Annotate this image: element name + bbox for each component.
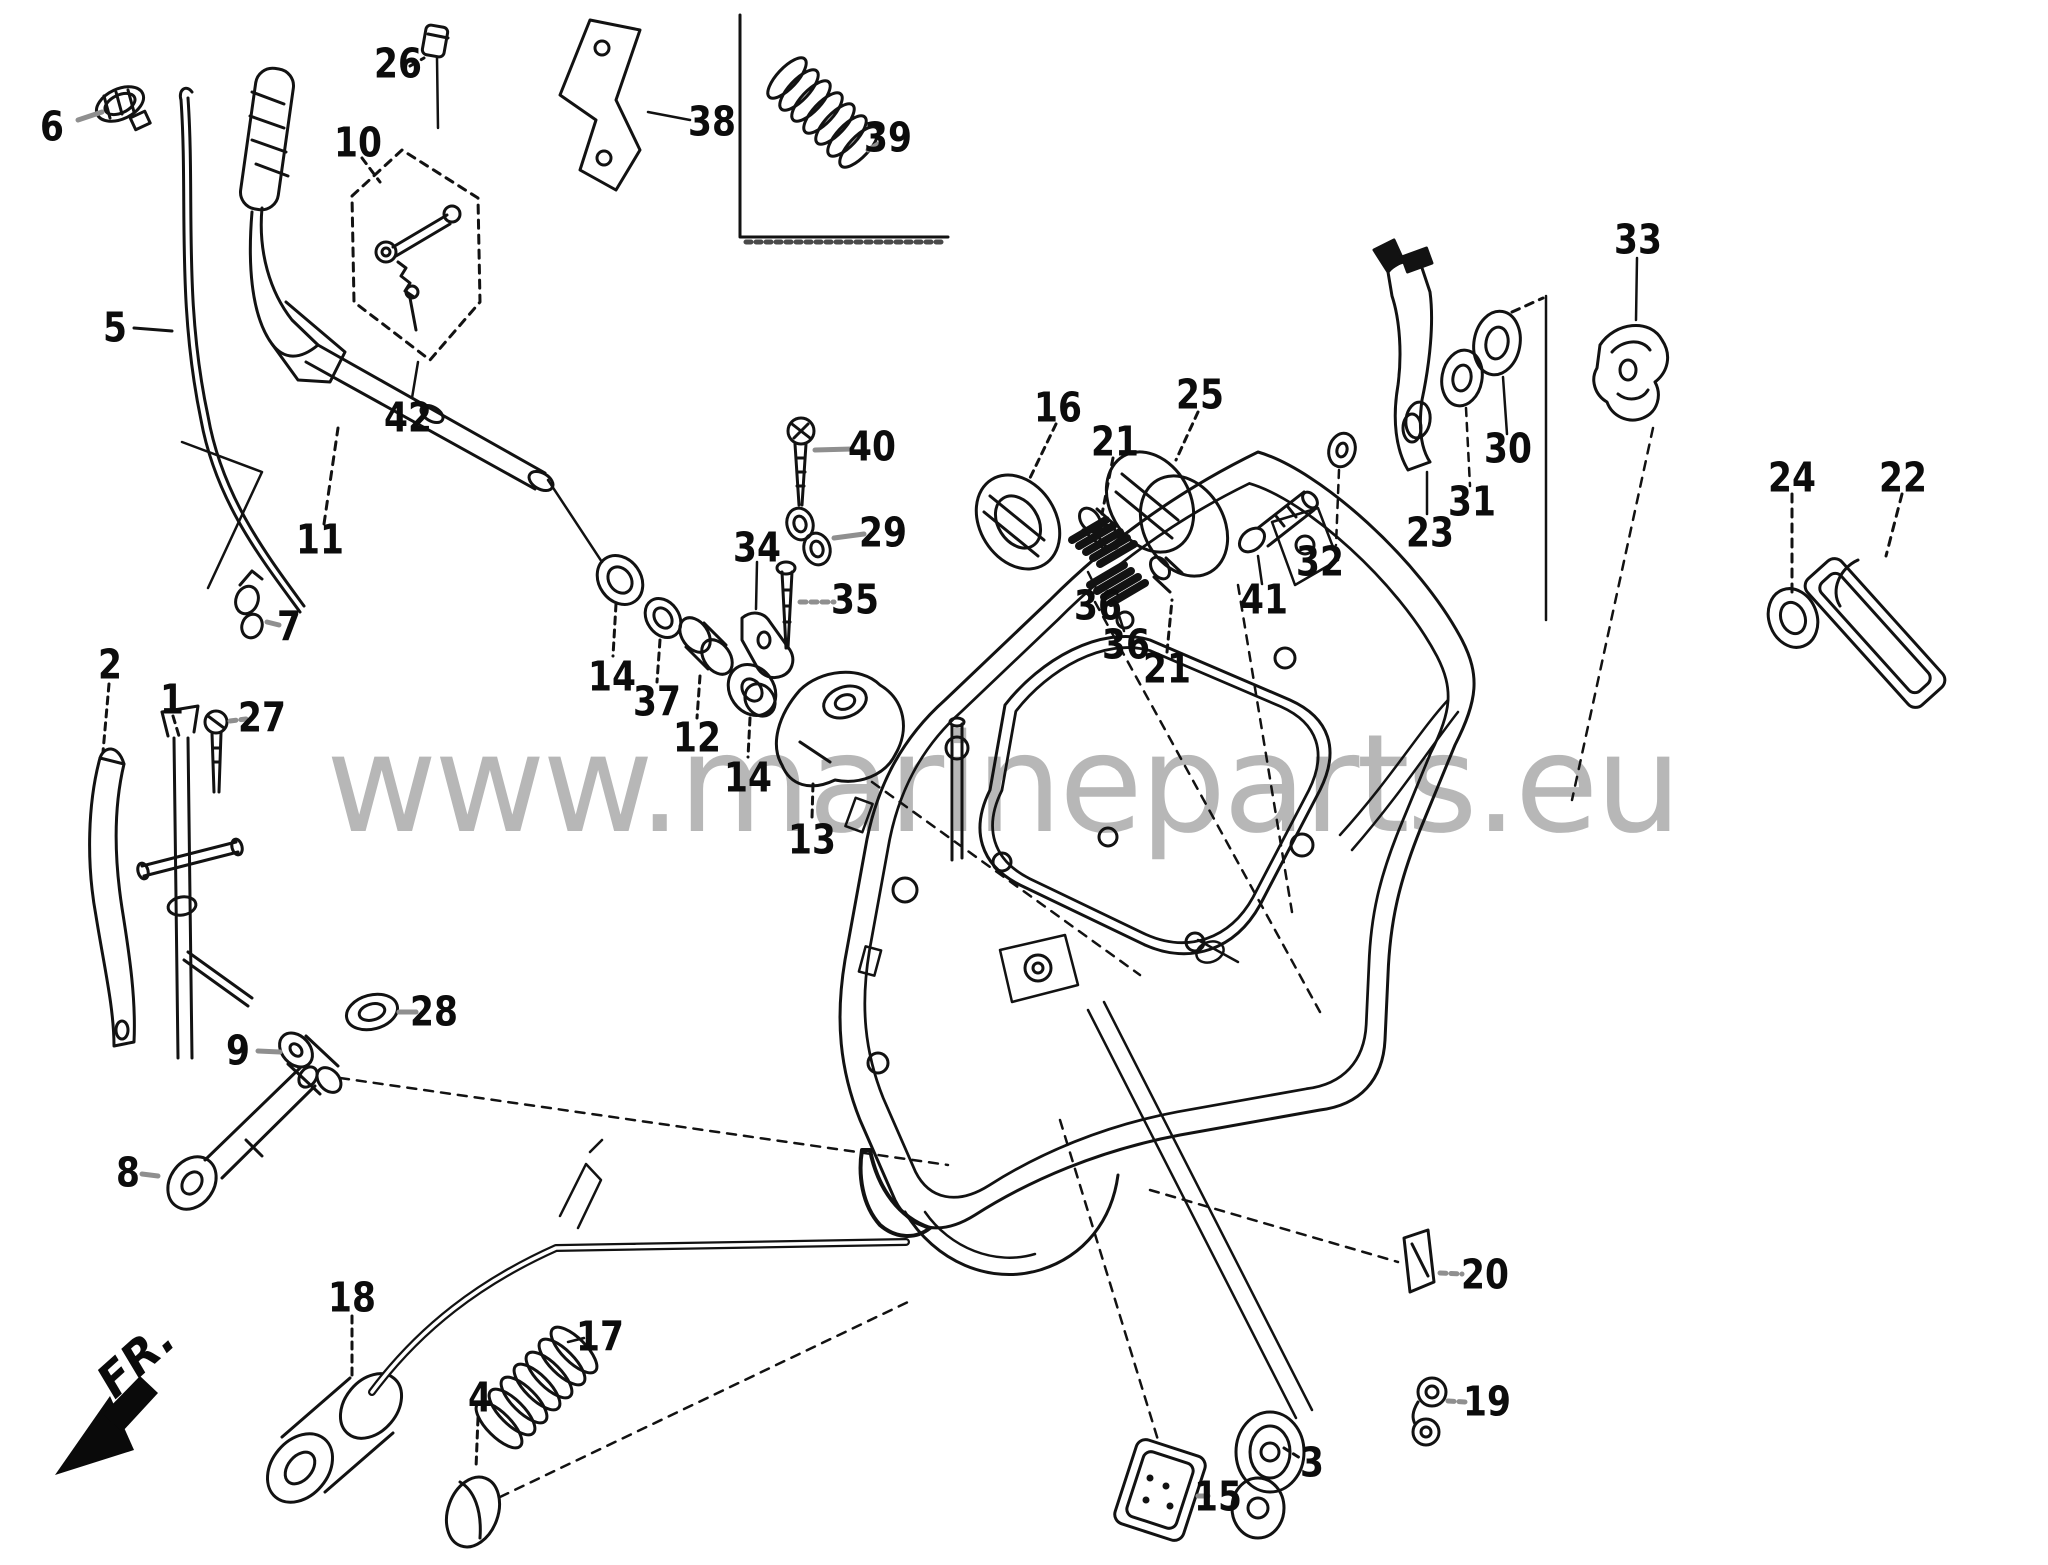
part-callout-28: 28 [410,987,458,1036]
part-2-lever [88,682,136,1048]
part-36-spring-b [1086,561,1149,607]
part-callout-42: 42 [384,393,432,442]
part-7-link [234,569,282,640]
part-callout-36: 36 [1102,620,1150,669]
part-callout-3: 3 [1300,1438,1324,1487]
part-callout-34: 34 [733,523,781,572]
part-callout-41: 41 [1240,575,1288,624]
part-41-bolt [1237,490,1319,586]
part-5-rod [132,86,306,614]
part-callout-23: 23 [1406,508,1454,557]
part-callout-14: 14 [724,753,772,802]
part-14-ring-b [726,663,778,759]
part-callout-21: 21 [1091,417,1139,466]
part-callout-8: 8 [116,1148,140,1197]
part-23-lever [1372,238,1434,516]
part-29-rings [785,506,867,567]
part-callout-2: 2 [98,640,122,689]
part-callout-4: 4 [468,1373,492,1422]
part-30-washer [1472,294,1548,622]
part-callout-13: 13 [788,815,836,864]
part-14-ring-a [595,554,645,658]
leader-lines [338,583,1400,1499]
part-callout-31: 31 [1448,477,1496,526]
part-17-spring [474,1325,599,1450]
part-callout-5: 5 [103,303,127,352]
part-32-washer [1327,431,1357,547]
part-callout-36: 36 [1074,581,1122,630]
part-37-oring [643,597,683,684]
part-callout-16: 16 [1034,383,1082,432]
part-1-shaft [136,704,254,1060]
part-9-plug [255,1031,343,1096]
part-33-clamp [1570,256,1670,802]
part-callout-26: 26 [374,39,422,88]
part-callout-9: 9 [226,1026,250,1075]
inset-corner-lines [738,13,950,245]
part-callout-39: 39 [864,113,912,162]
part-callout-40: 40 [848,422,896,471]
part-callout-33: 33 [1614,215,1662,264]
part-34-link [740,560,795,680]
part-callout-22: 22 [1879,453,1927,502]
part-20-wedge [1402,1228,1465,1294]
part-callout-11: 11 [296,515,344,564]
part-27-bolt [203,709,249,794]
part-25-mount [1104,410,1230,578]
part-12-sleeve [678,616,734,720]
part-callout-19: 19 [1463,1377,1511,1426]
fr-arrow-icon [55,1376,158,1475]
part-callout-1: 1 [160,675,184,724]
part-callout-21: 21 [1143,644,1191,693]
part-callout-25: 25 [1176,370,1224,419]
part-callout-18: 18 [328,1273,376,1322]
part-24-ring [1766,492,1820,649]
part-callout-37: 37 [633,677,681,726]
part-callout-17: 17 [576,1312,624,1361]
part-callout-32: 32 [1296,537,1344,586]
part-callout-35: 35 [831,575,879,624]
part-8-pin [139,1065,319,1211]
part-callout-29: 29 [859,508,907,557]
part-28-grommet [345,992,419,1032]
part-22-bracket [1803,492,1947,709]
part-19-clamp [1413,1378,1469,1447]
part-callout-12: 12 [673,713,721,762]
part-26-cap [408,23,450,130]
part-callout-15: 15 [1194,1472,1242,1521]
part-15-pad [1113,1438,1211,1542]
part-11-lever [180,66,604,590]
part-callout-27: 27 [238,693,286,742]
part-35-bolt [775,560,837,650]
part-16-mount [974,422,1062,571]
part-callout-30: 30 [1484,424,1532,473]
part-callout-14: 14 [588,652,636,701]
part-callout-10: 10 [334,118,382,167]
part-40-bolt [786,416,855,507]
part-4-cap [444,1416,502,1549]
part-callout-20: 20 [1461,1250,1509,1299]
part-13-clamp [774,670,905,820]
part-3-roller [1230,1410,1306,1540]
part-callout-38: 38 [688,97,736,146]
lower-cowling [838,450,1476,1420]
part-6-knob [75,85,152,132]
part-31-washer [1440,348,1484,488]
part-callout-24: 24 [1768,453,1816,502]
part-10-inset-box [350,148,482,400]
part-callout-6: 6 [40,102,64,151]
part-callout-7: 7 [277,602,301,651]
part-18-cable [265,1138,910,1504]
part-38-bracket [558,18,692,192]
part-39-spring [766,56,881,169]
